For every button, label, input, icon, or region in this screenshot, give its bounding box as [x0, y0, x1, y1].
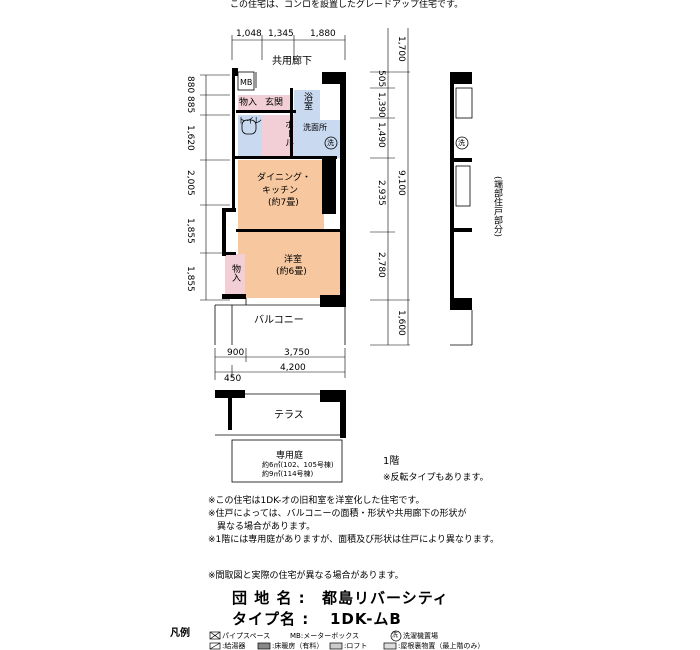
label-washroom: 洗面所 [303, 123, 327, 132]
side-section [450, 72, 473, 346]
dim-left-4: 2,005 [185, 170, 195, 196]
label-western-size: (約6畳) [276, 267, 307, 277]
label-toilet: トイレ [238, 116, 262, 125]
bottom-dimension-lines [214, 348, 346, 380]
label-terrace: テラス [274, 410, 304, 421]
entrance-fill [260, 95, 293, 112]
legend-loft: :ロフト [344, 642, 368, 650]
dim-left-2: 885 [185, 96, 195, 114]
label-storage1: 物入 [239, 98, 258, 108]
label-western: 洋室 [284, 255, 303, 265]
legend-title: 凡例 [170, 628, 190, 639]
type-value: 1DK-ムB [330, 610, 402, 628]
dim-right-2: 1,390 [376, 92, 386, 118]
note-1: ※この住宅は1DK-オの旧和室を洋室化した住宅です。 [208, 496, 425, 506]
dim-left-3: 1,620 [185, 125, 195, 151]
legend-icons [209, 630, 402, 650]
dim-outer-1: 1,700 [396, 36, 406, 62]
top-dimension-lines [231, 35, 346, 60]
storage2-fill [225, 254, 245, 294]
dim-outer-3: 1,600 [396, 310, 406, 336]
legend-mb: MB:メーターボックス [290, 632, 359, 640]
label-garden-2: 約9㎡(114号棟) [262, 470, 314, 478]
reverse-note: ※反転タイプもあります。 [383, 473, 489, 483]
label-storage2: 物入 [230, 264, 240, 282]
storage1-fill [238, 95, 260, 112]
label-dining-1: ダイニング・ [257, 173, 312, 183]
dim-bottom-4: 450 [224, 374, 242, 384]
dim-right-1: 505 [376, 70, 386, 88]
dim-outer-2: 9,100 [396, 170, 406, 196]
side-washer-icon: 洗 [458, 139, 465, 147]
dim-left-6: 1,855 [185, 266, 195, 292]
disclaimer: ※間取図と実際の住宅が異なる場合があります。 [208, 571, 404, 581]
legend-heater: :給湯器 [222, 642, 246, 650]
thin-outlines [214, 71, 346, 345]
label-dining-size: (約7畳) [268, 198, 299, 208]
label-garden: 専用庭 [276, 451, 304, 461]
complex-label: 団 地 名 : [232, 589, 306, 607]
legend-attic: :屋根裏物置（最上階のみ） [398, 642, 485, 650]
dim-top-2: 1,345 [268, 29, 294, 39]
terrace-plan [215, 390, 346, 483]
legend-wash-icon: 洗 [392, 632, 399, 639]
floor-label: 1階 [383, 456, 400, 467]
legend-pipe: パイプスペース [222, 632, 271, 640]
legend-floor-heating: :床暖房（有料） [272, 642, 324, 650]
dining-fill [238, 160, 324, 232]
legend-wash: 洗濯機置場 [403, 632, 438, 640]
dim-top-3: 1,880 [310, 29, 336, 39]
note-4: ※1階には専用庭がありますが、面積及び形状は住戸により異なります。 [208, 535, 500, 545]
note-3: 異なる場合があります。 [208, 522, 316, 532]
complex-value: 都島リバーシティ [322, 589, 449, 607]
dim-bottom-1: 900 [227, 348, 245, 358]
header-note: この住宅は、コンロを設置したグレードアップ住宅です。 [230, 0, 464, 10]
label-entrance: 玄関 [265, 98, 284, 108]
right-dimension-lines [370, 28, 410, 346]
label-balcony: バルコニー [254, 315, 304, 326]
label-mb: MB [240, 78, 253, 87]
label-bath: 浴室 [302, 92, 312, 110]
western-fill [238, 232, 343, 298]
dim-left-5: 1,855 [185, 218, 195, 244]
dim-bottom-3: 4,200 [280, 363, 306, 373]
dim-right-3: 1,490 [376, 122, 386, 148]
dim-left-1: 880 [185, 76, 195, 94]
label-hall: ホール [283, 120, 293, 147]
left-dimension-lines [200, 74, 230, 301]
bath-fill [294, 90, 320, 120]
dim-top-1: 1,048 [236, 29, 262, 39]
label-dining-2: キッチン [262, 186, 299, 196]
dim-bottom-2: 3,750 [284, 348, 310, 358]
note-2: ※住戸によっては、バルコニーの面積・形状や共用廊下の形状が [208, 509, 467, 519]
label-corridor: 共用廊下 [272, 56, 312, 67]
type-label: タイプ名 : [232, 610, 310, 628]
toilet-fill [238, 115, 262, 157]
washer-icon: 洗 [327, 139, 334, 147]
dim-right-5: 2,780 [376, 252, 386, 278]
dim-right-4: 2,935 [376, 180, 386, 206]
hall-fill [262, 115, 294, 157]
main-walls [222, 68, 346, 307]
label-garden-1: 約6㎡(102、105号棟) [262, 461, 334, 469]
side-label: (端部住戸部分) [492, 176, 502, 238]
